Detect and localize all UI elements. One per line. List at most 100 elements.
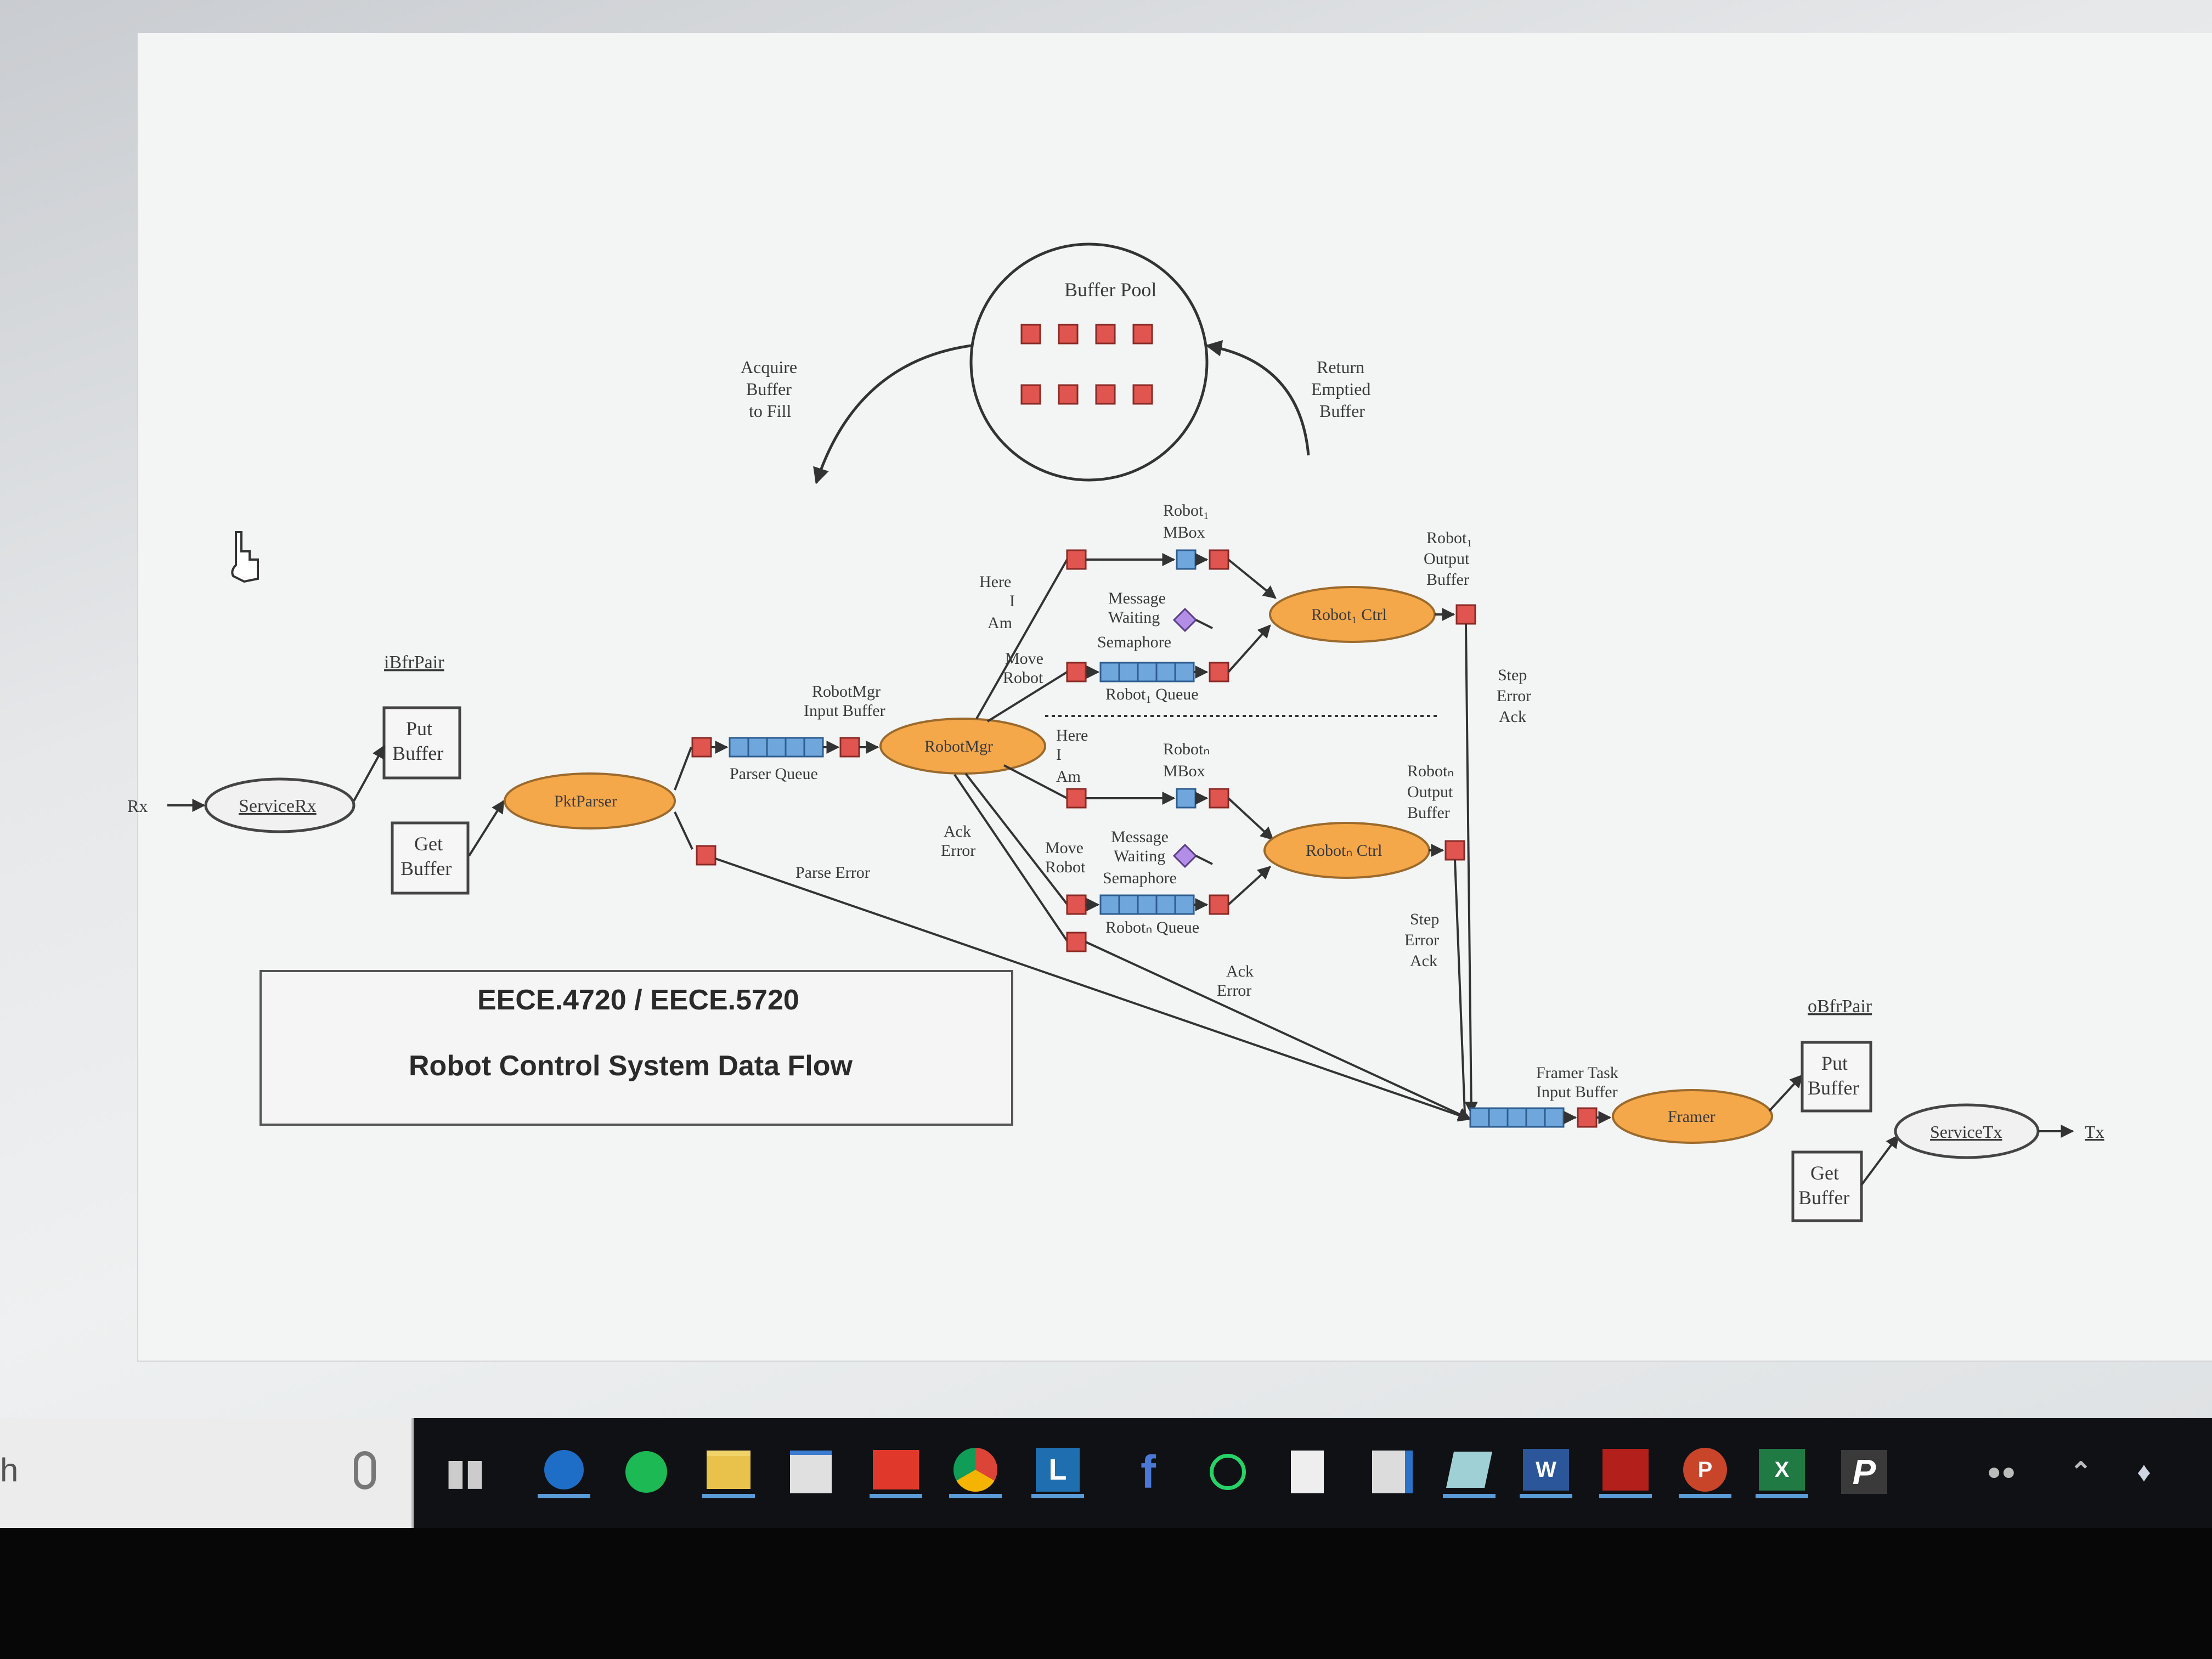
here-i-am-1b: I: [1009, 592, 1015, 610]
hand-cursor-icon: [231, 531, 259, 583]
robot2-sem-3: Semaphore: [1103, 869, 1177, 887]
buffer-pool-label: Buffer Pool: [1064, 279, 1156, 301]
blank-file-icon[interactable]: [1281, 1446, 1334, 1498]
ack-error-1a: Ack: [944, 822, 971, 840]
acquire-label-1: Acquire: [741, 357, 797, 377]
framer-input-label-1: Framer Task: [1536, 1064, 1618, 1082]
store-icon[interactable]: [785, 1446, 837, 1498]
title-name: Robot Control System Data Flow: [409, 1050, 853, 1082]
tx-get-label-1: Get: [1810, 1162, 1839, 1184]
robot2-semaphore-icon: [1172, 843, 1198, 868]
robot2-ctrl-label: Robotₙ Ctrl: [1306, 842, 1382, 860]
rx-put-buffer-box[interactable]: [382, 706, 461, 780]
ibfrpair-label: iBfrPair: [384, 652, 444, 673]
robot1-sem-2: Waiting: [1108, 608, 1160, 627]
robot1-sem-1: Message: [1108, 589, 1166, 607]
buffer-pool-circle: [969, 242, 1209, 482]
framer-node[interactable]: [1612, 1089, 1773, 1144]
service-rx-node[interactable]: [204, 777, 356, 833]
return-label-3: Buffer: [1319, 401, 1365, 421]
robotmgr-input-label-1: RobotMgr: [812, 682, 881, 701]
spotify-icon[interactable]: [620, 1446, 673, 1498]
parse-error-label: Parse Error: [795, 864, 870, 882]
return-label-1: Return: [1317, 357, 1364, 377]
ack-error-2a: Ack: [1226, 962, 1254, 980]
robot2-queue: [1099, 894, 1195, 915]
move-robot-1a: Move: [1005, 650, 1043, 668]
data-flow-diagram: Buffer Pool Acquire Buffer to Fill Retur…: [127, 242, 2104, 1222]
notepad-icon[interactable]: [1443, 1446, 1496, 1498]
robot2-step-2: Error: [1404, 931, 1439, 949]
framer-queue: [1469, 1107, 1565, 1128]
excel-icon[interactable]: X: [1756, 1446, 1808, 1498]
robotmgr-label: RobotMgr: [924, 737, 993, 755]
robot1-output-3: Buffer: [1426, 571, 1469, 589]
edge-icon[interactable]: [538, 1446, 590, 1498]
file-arrow-icon[interactable]: [1366, 1446, 1419, 1498]
windows-taskbar: h ▮▮ L f W P X P ●● ⌃ ♦: [0, 1418, 2212, 1528]
robotmgr-node[interactable]: [879, 718, 1046, 775]
taskbar-search-box[interactable]: h: [0, 1418, 414, 1528]
p-app-icon[interactable]: P: [1838, 1446, 1891, 1498]
robot2-output-1: Robotₙ: [1407, 762, 1454, 780]
here-i-am-2c: Am: [1056, 768, 1081, 786]
robot2-mbox-label-2: MBox: [1163, 762, 1205, 780]
search-text: h: [0, 1452, 19, 1488]
robot1-mbox-label-2: MBox: [1163, 523, 1205, 541]
tx-get-buffer-box[interactable]: [1791, 1150, 1863, 1222]
robot2-queue-label: Robotₙ Queue: [1105, 918, 1199, 936]
ack-error-2b: Error: [1217, 981, 1251, 1000]
people-icon[interactable]: ●●: [1987, 1458, 2016, 1485]
title-box: [259, 970, 1013, 1126]
dropbox-icon[interactable]: ♦: [2137, 1457, 2151, 1487]
here-i-am-1c: Am: [988, 614, 1012, 632]
rx-label: Rx: [127, 796, 148, 816]
pool-buffers: [1020, 324, 1153, 405]
move-robot-2b: Robot: [1045, 858, 1086, 876]
service-rx-label: ServiceRx: [239, 796, 317, 816]
return-arrow: [1205, 340, 1310, 456]
whatsapp-icon[interactable]: [1201, 1446, 1254, 1498]
tx-get-label-2: Buffer: [1798, 1187, 1849, 1209]
here-i-am-2a: Here: [1056, 726, 1088, 744]
parser-queue-label: Parser Queue: [730, 765, 818, 783]
robot1-semaphore-icon: [1172, 607, 1198, 633]
task-view-icon[interactable]: ▮▮: [445, 1452, 485, 1492]
parse-error-line: [715, 857, 1472, 1122]
chevron-up-icon[interactable]: ⌃: [2069, 1458, 2092, 1487]
robot2-step-3: Ack: [1410, 952, 1437, 970]
rx-get-buffer-box[interactable]: [391, 821, 470, 895]
robot2-sem-2: Waiting: [1114, 847, 1165, 865]
acrobat-icon[interactable]: [1599, 1446, 1652, 1498]
app-red-icon[interactable]: [870, 1446, 922, 1498]
document-page: [137, 33, 2212, 1362]
monitor-screen: Buffer Pool Acquire Buffer to Fill Retur…: [0, 0, 2212, 1426]
mic-icon[interactable]: [354, 1451, 376, 1489]
robot1-output-2: Output: [1424, 550, 1470, 568]
rx-put-label-2: Buffer: [392, 742, 443, 764]
robot1-step-2: Error: [1497, 687, 1531, 705]
word-icon[interactable]: W: [1520, 1446, 1572, 1498]
l-app-icon[interactable]: L: [1031, 1446, 1084, 1498]
obfrpair-label: oBfrPair: [1808, 996, 1872, 1017]
rx-get-label-2: Buffer: [400, 857, 452, 879]
facebook-icon[interactable]: f: [1141, 1446, 1156, 1498]
robot1-ctrl-label: Robot₁ Ctrl: [1311, 606, 1387, 624]
pktparser-node[interactable]: [504, 772, 676, 830]
pktparser-label: PktParser: [554, 792, 617, 810]
robot2-step-1: Step: [1410, 910, 1439, 928]
robot1-step-3: Ack: [1499, 708, 1526, 726]
return-label-2: Emptied: [1311, 379, 1370, 399]
chrome-icon[interactable]: [949, 1446, 1002, 1498]
file-explorer-icon[interactable]: [702, 1446, 755, 1498]
robot1-mbox-label-1: Robot₁: [1163, 501, 1209, 520]
rx-put-label-1: Put: [406, 718, 432, 740]
acquire-label-3: to Fill: [749, 401, 791, 421]
tx-put-buffer-box[interactable]: [1801, 1041, 1872, 1113]
parser-queue: [729, 737, 824, 758]
monitor-bezel: [0, 1528, 2212, 1659]
robot1-queue: [1099, 662, 1195, 682]
robot1-queue-label: Robot₁ Queue: [1105, 685, 1199, 703]
service-tx-label: ServiceTx: [1930, 1122, 2002, 1142]
powerpoint-icon[interactable]: P: [1679, 1446, 1731, 1498]
